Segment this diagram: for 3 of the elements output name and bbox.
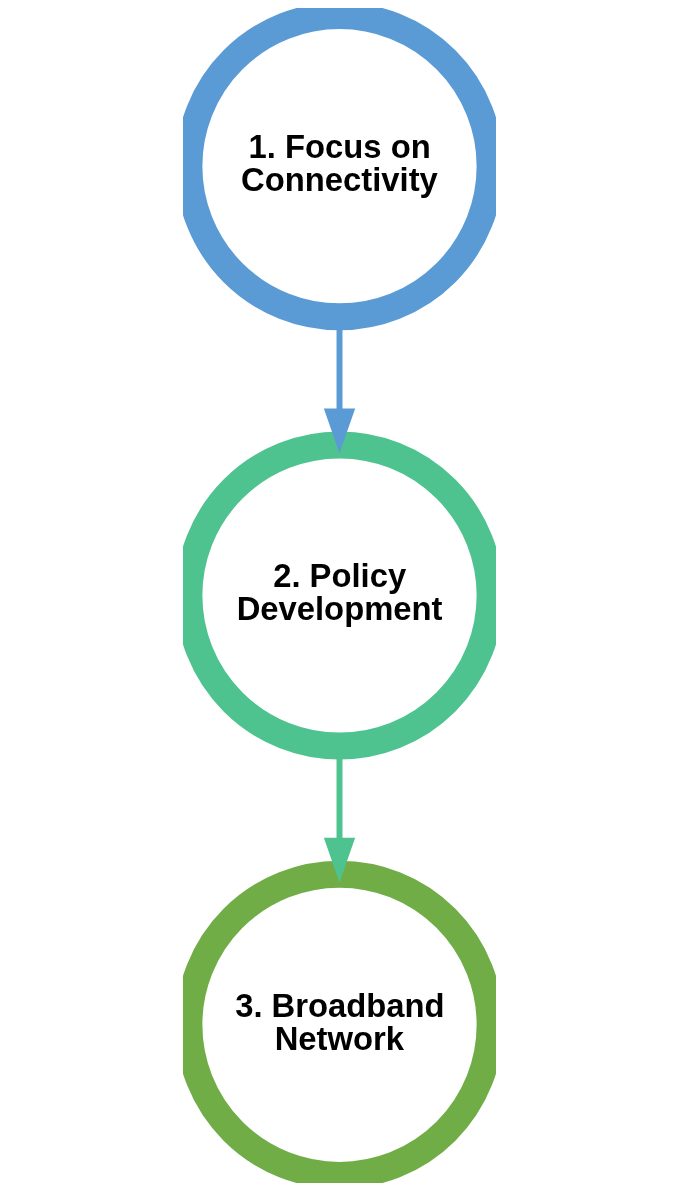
node-circle: 2. Policy Development [183,431,496,760]
node-circle: 1. Focus on Connectivity [183,8,496,331]
node-circle: 3. Broadband Network [183,860,496,1183]
